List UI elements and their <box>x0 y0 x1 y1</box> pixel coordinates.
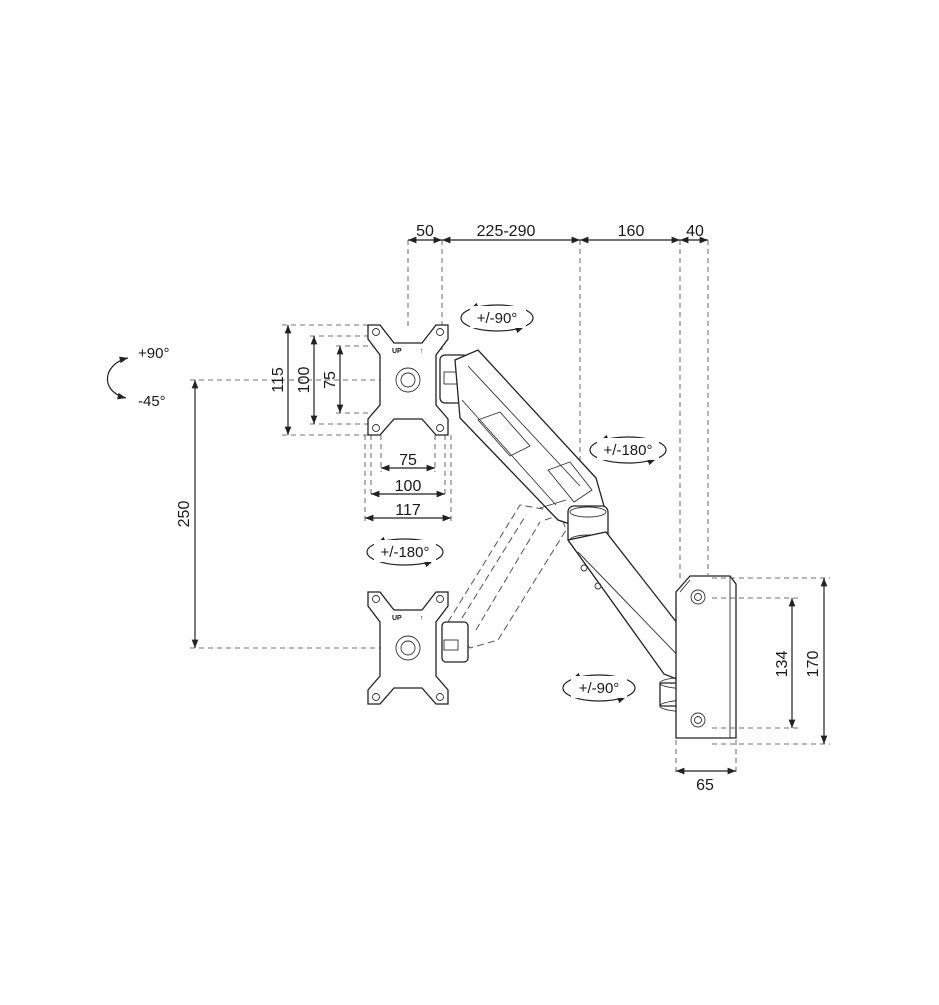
vesa-plate-lower: UP ↑ <box>367 591 469 705</box>
vesa-plate-upper: UP ↑ <box>367 324 449 436</box>
lower-plate-up-mark: UP <box>392 615 402 622</box>
rotation-base-swivel: +/-90° <box>562 672 636 704</box>
dim-65: 65 <box>696 777 714 794</box>
dim-75-vertical: 75 <box>322 371 339 389</box>
rotation-vesa: +/-180° <box>366 536 444 568</box>
dim-160: 160 <box>618 223 645 240</box>
dim-225-290: 225-290 <box>477 223 536 240</box>
upper-plate-up-mark: UP <box>392 348 402 355</box>
base-swivel-label: +/-90° <box>579 680 620 697</box>
dim-170: 170 <box>805 651 822 678</box>
dim-250: 250 <box>176 501 193 528</box>
lower-plate-arrow-mark: ↑ <box>420 615 424 622</box>
upper-plate-arrow-mark: ↑ <box>420 348 424 355</box>
vertical-travel-dimension: 250 <box>176 379 395 649</box>
vesa-horizontal-dimensions: 75 100 117 <box>364 435 452 522</box>
tilt-up-label: +90° <box>138 345 169 362</box>
dim-115: 115 <box>270 367 287 393</box>
tilt-arrow-icon <box>106 356 129 400</box>
dim-50: 50 <box>416 223 434 240</box>
tilt-indicator: +90° -45° <box>106 345 169 410</box>
dim-117: 117 <box>395 502 421 519</box>
rotation-arm-swivel: +/-180° <box>589 434 667 466</box>
extension-lines <box>407 240 709 580</box>
dim-134: 134 <box>774 651 791 678</box>
arm-swivel-label: +/-180° <box>604 442 653 459</box>
dim-75-horizontal: 75 <box>399 452 417 469</box>
rotation-head-swivel: +/-90° <box>460 302 534 334</box>
tilt-down-label: -45° <box>138 393 166 410</box>
wall-plate <box>675 575 737 739</box>
dim-40: 40 <box>686 223 704 240</box>
upper-arm <box>439 349 605 529</box>
top-dimension-chain: 50 225-290 160 40 <box>408 223 708 244</box>
vesa-rotation-label: +/-180° <box>381 544 430 561</box>
dim-100-horizontal: 100 <box>395 478 422 495</box>
wall-plate-dimensions: 170 134 65 <box>675 577 830 794</box>
head-swivel-label: +/-90° <box>477 310 518 327</box>
dim-100-vertical: 100 <box>296 367 313 394</box>
